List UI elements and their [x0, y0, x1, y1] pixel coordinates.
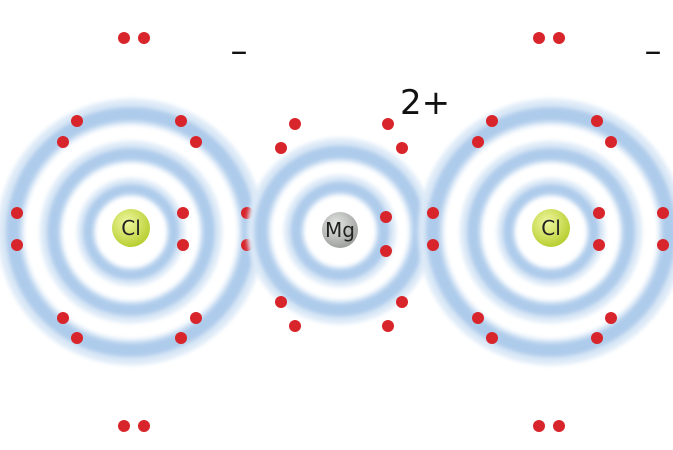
inner-shell: [290, 181, 390, 281]
electron: [289, 320, 301, 332]
electron: [275, 142, 287, 154]
electrons-middle: [275, 118, 408, 332]
electron: [11, 207, 23, 219]
electron: [472, 312, 484, 324]
electron: [396, 142, 408, 154]
electron: [553, 420, 565, 432]
electron: [591, 115, 603, 127]
electron: [533, 420, 545, 432]
inner-shell: [503, 184, 599, 280]
electron: [177, 239, 189, 251]
element-symbol: Cl: [121, 216, 141, 240]
electron: [486, 332, 498, 344]
electron: [380, 245, 392, 257]
outer-shell: [426, 107, 673, 357]
electron: [177, 207, 189, 219]
electron: [533, 32, 545, 44]
electron: [380, 211, 392, 223]
electron: [289, 118, 301, 130]
electrons-right: [427, 32, 669, 432]
shells-right: [418, 99, 673, 365]
electron: [382, 320, 394, 332]
element-symbol: Mg: [325, 218, 355, 242]
electron: [57, 312, 69, 324]
electron: [71, 115, 83, 127]
electron: [427, 239, 439, 251]
electron: [605, 136, 617, 148]
electron: [118, 32, 130, 44]
middle-shell: [47, 148, 215, 316]
electron: [57, 136, 69, 148]
electron: [657, 239, 669, 251]
electron: [190, 136, 202, 148]
middle-shell: [467, 148, 635, 316]
inner-shell: [83, 184, 179, 280]
element-symbol: Cl: [541, 216, 561, 240]
electron: [593, 207, 605, 219]
electron: [175, 332, 187, 344]
electron: [396, 296, 408, 308]
electron: [553, 32, 565, 44]
electron: [593, 239, 605, 251]
electron: [486, 115, 498, 127]
electron: [118, 420, 130, 432]
electron: [591, 332, 603, 344]
electron: [175, 115, 187, 127]
electron: [605, 312, 617, 324]
chloride-ion-left: Cl –: [0, 31, 264, 432]
nucleus: [112, 209, 150, 247]
electron: [11, 239, 23, 251]
electron: [275, 296, 287, 308]
chloride-ion-right: Cl –: [418, 31, 673, 432]
electron: [138, 420, 150, 432]
electron: [472, 136, 484, 148]
electron: [657, 207, 669, 219]
electron: [138, 32, 150, 44]
electron: [71, 332, 83, 344]
electron: [190, 312, 202, 324]
charge-label: –: [231, 31, 248, 71]
electron: [427, 207, 439, 219]
nucleus: [532, 209, 570, 247]
charge-label: 2+: [400, 83, 450, 123]
charge-label: –: [645, 31, 662, 71]
nucleus: [322, 212, 358, 248]
electron: [382, 118, 394, 130]
